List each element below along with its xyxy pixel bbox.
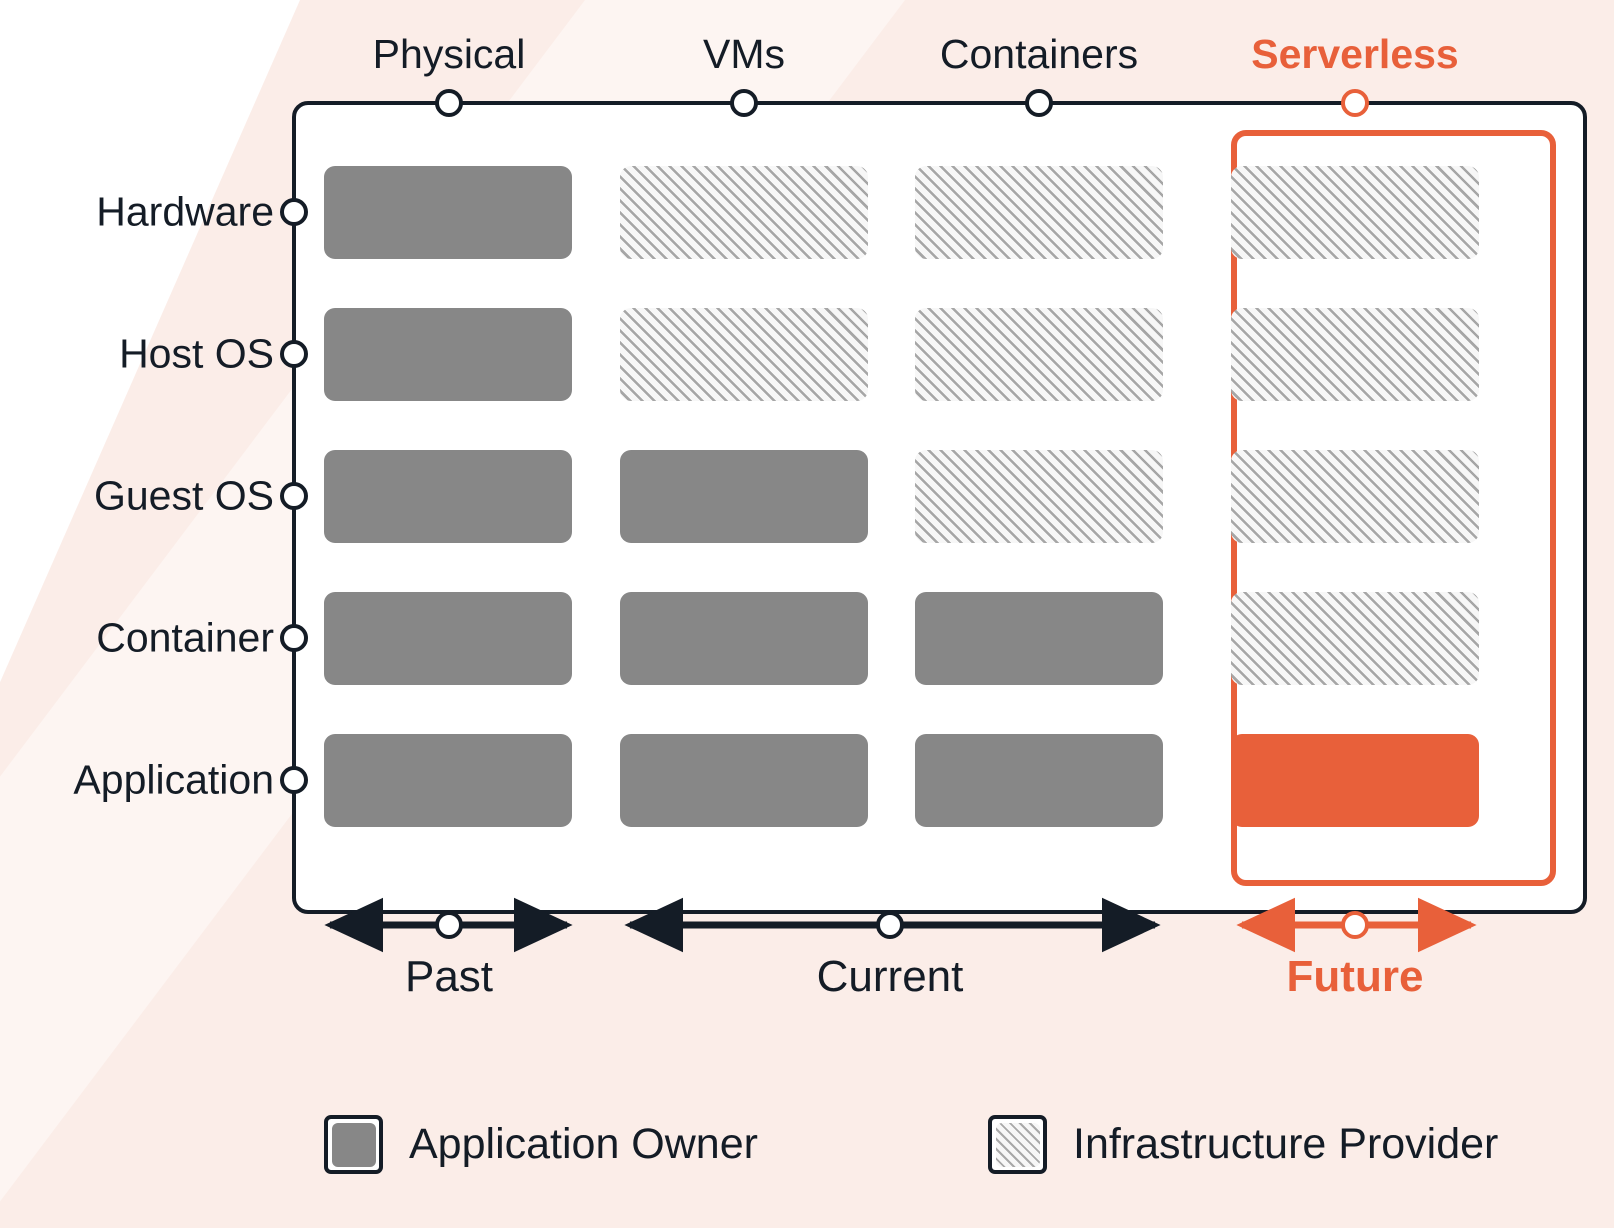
cell-host-os-serverless <box>1231 308 1479 401</box>
cell-guest-os-serverless <box>1231 450 1479 543</box>
legend-item-application-owner: Application Owner <box>324 1115 758 1174</box>
cell-hardware-containers <box>915 166 1163 259</box>
cell-container-physical <box>324 592 572 685</box>
cell-host-os-vms <box>620 308 868 401</box>
column-header-serverless: Serverless <box>1251 31 1459 77</box>
era-arrow-future <box>1236 897 1477 953</box>
cell-guest-os-containers <box>915 450 1163 543</box>
cell-application-vms <box>620 734 868 827</box>
row-label-hardware: Hardware <box>96 188 274 235</box>
column-node-accent-serverless <box>1341 89 1369 117</box>
column-node-markers <box>435 89 1053 117</box>
column-header-physical: Physical <box>372 31 526 77</box>
legend-swatch-infra-icon <box>988 1115 1047 1174</box>
column-header-containers: Containers <box>939 31 1139 77</box>
row-label-guest-os: Guest OS <box>93 472 274 519</box>
cell-container-serverless <box>1231 592 1479 685</box>
cell-guest-os-physical <box>324 450 572 543</box>
column-header-vms: VMs <box>703 31 785 77</box>
era-label-future: Future <box>1286 952 1424 1001</box>
row-label-application: Application <box>73 756 274 803</box>
row-label-host-os: Host OS <box>119 330 274 377</box>
cell-application-serverless <box>1231 734 1479 827</box>
era-arrow-past <box>324 897 573 953</box>
cell-application-physical <box>324 734 572 827</box>
cell-hardware-physical <box>324 166 572 259</box>
cell-container-containers <box>915 592 1163 685</box>
row-label-container: Container <box>96 614 274 661</box>
cell-hardware-serverless <box>1231 166 1479 259</box>
legend-swatch-owner-icon <box>324 1115 383 1174</box>
legend-label-application-owner: Application Owner <box>409 1120 758 1168</box>
cell-guest-os-vms <box>620 450 868 543</box>
cell-host-os-containers <box>915 308 1163 401</box>
cell-container-vms <box>620 592 868 685</box>
legend-label-infrastructure-provider: Infrastructure Provider <box>1073 1120 1499 1168</box>
cell-hardware-vms <box>620 166 868 259</box>
cell-host-os-physical <box>324 308 572 401</box>
row-node-markers <box>280 198 308 794</box>
era-arrow-current <box>624 897 1161 953</box>
era-label-current: Current <box>816 952 964 1001</box>
cell-application-containers <box>915 734 1163 827</box>
legend-item-infrastructure-provider: Infrastructure Provider <box>988 1115 1498 1174</box>
era-label-past: Past <box>404 952 494 1001</box>
